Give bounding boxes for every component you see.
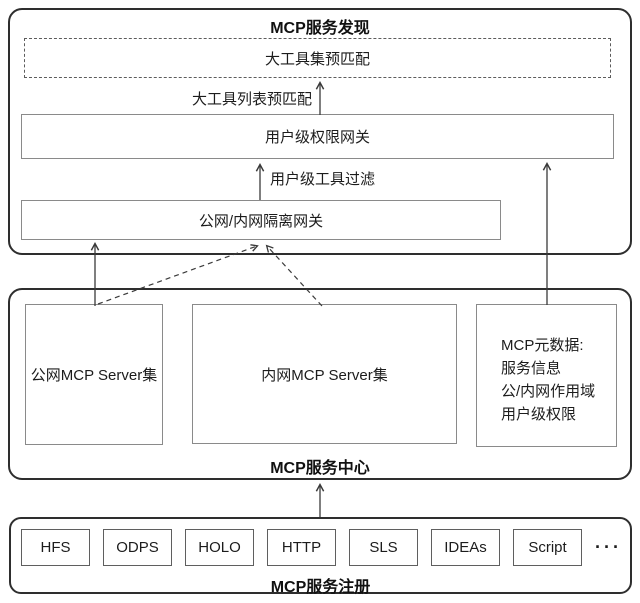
tool-list-prematch-arrow-label: 大工具列表预匹配 xyxy=(191,91,312,108)
internal-mcp-server-label: 内网MCP Server集 xyxy=(261,366,388,384)
internal-mcp-server-box: 内网MCP Server集 xyxy=(192,304,457,444)
registry-item-ideas: IDEAs xyxy=(431,529,500,566)
registry-item-holo: HOLO xyxy=(185,529,254,566)
metadata-line-service-info: 服务信息 xyxy=(501,360,562,377)
registry-section-title: MCP服务注册 xyxy=(270,579,371,596)
ellipsis-more-services: ··· xyxy=(595,537,622,557)
registry-service-row: HFS ODPS HOLO HTTP SLS IDEAs Script ··· xyxy=(21,529,622,566)
mcp-metadata-box: MCP元数据: 服务信息 公/内网作用域 用户级权限 xyxy=(476,304,617,447)
metadata-line-scope: 公/内网作用域 xyxy=(501,383,596,400)
user-tool-filter-arrow-label: 用户级工具过滤 xyxy=(270,171,376,188)
tool-set-prematch-box: 大工具集预匹配 xyxy=(24,38,611,78)
public-mcp-server-box: 公网MCP Server集 xyxy=(25,304,163,445)
registry-item-sls: SLS xyxy=(349,529,418,566)
public-mcp-server-label: 公网MCP Server集 xyxy=(30,367,158,384)
registry-item-odps: ODPS xyxy=(103,529,172,566)
section-mcp-service-discovery: MCP服务发现 大工具集预匹配 大工具列表预匹配 用户级权限网关 用户级工具过滤… xyxy=(8,8,632,255)
registry-item-http: HTTP xyxy=(267,529,336,566)
center-section-title: MCP服务中心 xyxy=(270,460,370,477)
user-permission-gateway-label: 用户级权限网关 xyxy=(264,129,370,146)
registry-item-script: Script xyxy=(513,529,582,566)
tool-set-prematch-label: 大工具集预匹配 xyxy=(264,50,370,68)
metadata-line-user-permission: 用户级权限 xyxy=(501,406,577,423)
network-isolation-gateway-label: 公网/内网隔离网关 xyxy=(198,212,324,230)
network-isolation-gateway-box: 公网/内网隔离网关 xyxy=(21,200,501,240)
registry-item-hfs: HFS xyxy=(21,529,90,566)
user-permission-gateway-box: 用户级权限网关 xyxy=(21,114,614,159)
section-mcp-service-registry: HFS ODPS HOLO HTTP SLS IDEAs Script ··· … xyxy=(9,517,632,596)
metadata-line-title: MCP元数据: xyxy=(501,337,584,354)
section-mcp-service-center: 公网MCP Server集 内网MCP Server集 MCP元数据: 服务信息… xyxy=(8,288,632,480)
discovery-section-title: MCP服务发现 xyxy=(270,20,370,37)
